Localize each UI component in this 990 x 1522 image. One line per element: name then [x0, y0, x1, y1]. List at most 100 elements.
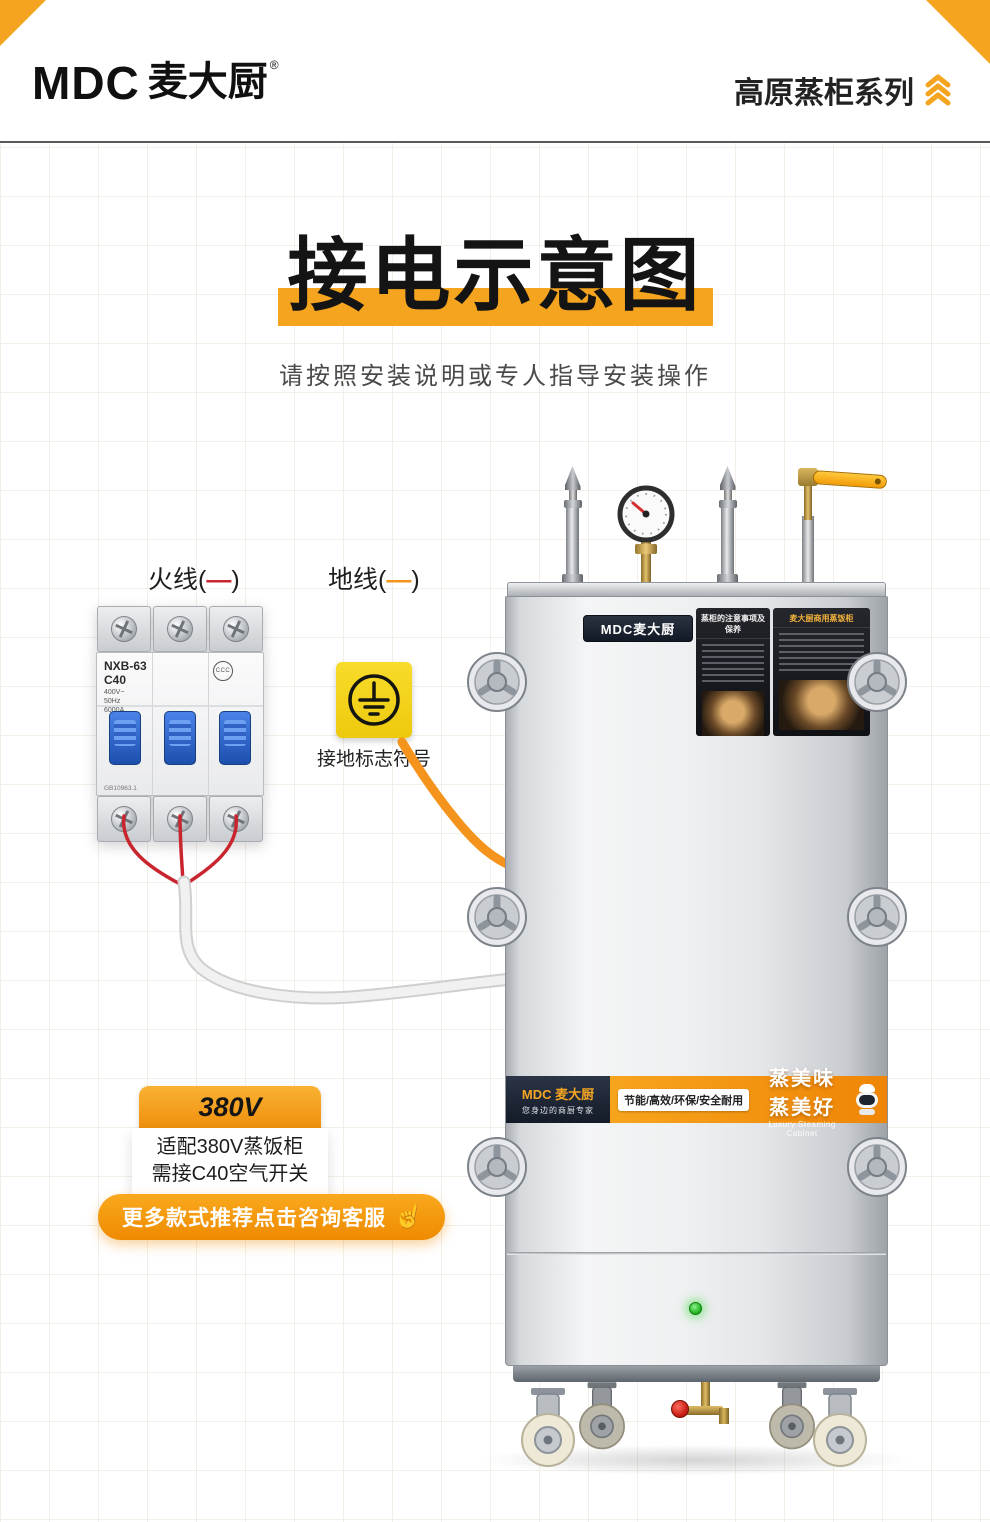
- tap-hand-icon: ☝: [391, 1200, 428, 1233]
- series-label: 高原蒸柜系列: [734, 77, 914, 110]
- terminal-screw: [167, 616, 193, 642]
- steam-release-pipe-right: [717, 466, 738, 586]
- drain-valve-handle: [671, 1400, 689, 1418]
- circuit-breaker: NXB-63 C40 400V~ 50Hz 6000A CCC GB10963.…: [96, 606, 264, 842]
- live-wire-dash: —: [206, 566, 232, 594]
- triple-chevron-up-icon: [925, 74, 951, 106]
- drain-valve: [683, 1406, 723, 1415]
- breaker-switch: [163, 711, 196, 765]
- drain-spout: [719, 1408, 729, 1424]
- valve-pipe: [804, 480, 812, 520]
- banner-brand-block: MDC 麦大厨 您身边的商厨专家: [506, 1076, 610, 1123]
- breaker-switch: [219, 711, 252, 765]
- door-wheel-handle: [845, 1135, 909, 1199]
- chef-mascot: [855, 1083, 879, 1116]
- breaker-body: NXB-63 C40 400V~ 50Hz 6000A CCC GB10963.…: [96, 652, 264, 796]
- terminal-block: [97, 796, 151, 842]
- breaker-specs: NXB-63 C40 400V~ 50Hz 6000A: [104, 659, 147, 715]
- valve-lever-handle: [812, 470, 888, 490]
- caster-wheel: [805, 1388, 875, 1470]
- header: [0, 0, 990, 141]
- notice-panel-text: [702, 644, 764, 686]
- banner-features: 节能/高效/环保/安全耐用: [618, 1088, 750, 1111]
- caster-wheel: [762, 1382, 822, 1452]
- voltage-badge: 380V: [139, 1086, 321, 1128]
- terminal-block: [209, 796, 263, 842]
- ground-wire-label: 地线(—): [328, 560, 420, 596]
- consult-service-button[interactable]: 更多款式推荐点击咨询客服 ☝: [98, 1194, 445, 1240]
- breaker-model: NXB-63: [104, 659, 147, 673]
- voltage-spec-line1: 适配380V蒸饭柜: [156, 1136, 304, 1158]
- banner-slogan-en: Luxury Steaming Cabinet: [768, 1119, 836, 1138]
- breaker-frequency: 50Hz: [104, 697, 121, 705]
- voltage-spec-card: 380V 适配380V蒸饭柜 需接C40空气开关: [132, 1086, 328, 1196]
- cabinet-brand-plate: MDC麦大厨: [583, 615, 693, 642]
- brand-logo: MDC 麦大厨 ®: [32, 57, 279, 109]
- title-text: 接电示意图: [287, 231, 703, 320]
- cabinet-banner: MDC 麦大厨 您身边的商厨专家 节能/高效/环保/安全耐用 蒸美味 蒸美好 L…: [506, 1068, 887, 1138]
- terminal-screw: [111, 616, 137, 642]
- inlet-pipe: [802, 516, 814, 596]
- steaming-cabinet: MDC麦大厨 蒸柜的注意事项及保养 麦大厨商用蒸饭柜 MDC 麦大厨 您身边的商…: [467, 460, 920, 1476]
- terminal-screw: [111, 806, 137, 832]
- door-wheel-handle: [465, 1135, 529, 1199]
- voltage-spec-box: 适配380V蒸饭柜 需接C40空气开关: [132, 1128, 328, 1196]
- series-title: 高原蒸柜系列: [734, 68, 952, 112]
- header-divider: [0, 141, 990, 143]
- breaker-top-terminals: [96, 606, 264, 652]
- terminal-block: [153, 796, 207, 842]
- drain-pipe: [701, 1382, 710, 1408]
- ground-wire-label-text: 地线(: [328, 566, 387, 594]
- notice-panel-title: 蒸柜的注意事项及保养: [696, 608, 770, 639]
- door-wheel-handle: [465, 885, 529, 949]
- notice-panel-photo: [702, 691, 764, 736]
- breaker-switch-row: [97, 711, 263, 765]
- banner-brand-subtext: 您身边的商厨专家: [522, 1105, 594, 1115]
- breaker-switch: [108, 711, 141, 765]
- breaker-bottom-terminals: [96, 796, 264, 842]
- corner-decoration-top-right: [926, 0, 990, 64]
- banner-slogan: 蒸美味 蒸美好: [769, 1067, 836, 1119]
- breaker-breaking-capacity: 6000A: [104, 707, 147, 715]
- caster-wheel: [513, 1388, 583, 1470]
- consult-service-label: 更多款式推荐点击咨询客服: [122, 1207, 386, 1230]
- live-wire-label-close: ): [231, 566, 240, 594]
- door-wheel-handle: [465, 650, 529, 714]
- ground-wire-dash: —: [386, 566, 412, 594]
- voltage-spec-line2: 需接C40空气开关: [151, 1163, 309, 1185]
- terminal-block: [153, 606, 207, 652]
- earth-ground-icon: [348, 674, 400, 726]
- product-info-panel-text: [779, 633, 864, 675]
- hero-section: 接电示意图 请按照安装说明或专人指导安装操作: [0, 232, 990, 391]
- ground-wire-label-close: ): [411, 566, 420, 594]
- live-wire-label-text: 火线(: [148, 566, 207, 594]
- breaker-standard: GB10963.1: [104, 785, 137, 792]
- pressure-gauge: [617, 485, 675, 543]
- logo-mdc-text: MDC: [32, 57, 140, 109]
- registered-mark: ®: [269, 58, 279, 72]
- title-highlight-bar: [277, 288, 713, 326]
- ground-symbol-plate: [336, 662, 412, 738]
- terminal-screw: [223, 806, 249, 832]
- notice-panel: 蒸柜的注意事项及保养: [696, 608, 770, 736]
- door-wheel-handle: [845, 650, 909, 714]
- banner-slogan-block: 节能/高效/环保/安全耐用 蒸美味 蒸美好 Luxury Steaming Ca…: [610, 1068, 887, 1138]
- product-info-panel-title: 麦大厨商用蒸饭柜: [773, 608, 870, 628]
- banner-slogan-wrap: 蒸美味 蒸美好 Luxury Steaming Cabinet: [757, 1062, 847, 1138]
- terminal-block: [97, 606, 151, 652]
- logo-cn-text: 麦大厨: [147, 60, 268, 104]
- steam-release-pipe-left: [562, 466, 583, 586]
- ccc-certification-mark: CCC: [213, 661, 233, 681]
- ball-valve-body: [798, 468, 818, 486]
- terminal-block: [209, 606, 263, 652]
- banner-brand-text: MDC 麦大厨: [521, 1086, 595, 1102]
- breaker-current-rating: C40: [104, 672, 127, 687]
- corner-decoration-top-left: [0, 0, 46, 46]
- gauge-nut: [635, 544, 657, 554]
- terminal-screw: [223, 616, 249, 642]
- power-indicator-light: [689, 1302, 702, 1315]
- door-wheel-handle: [845, 885, 909, 949]
- page-title: 接电示意图: [277, 231, 713, 326]
- gauge-stem: [641, 540, 651, 596]
